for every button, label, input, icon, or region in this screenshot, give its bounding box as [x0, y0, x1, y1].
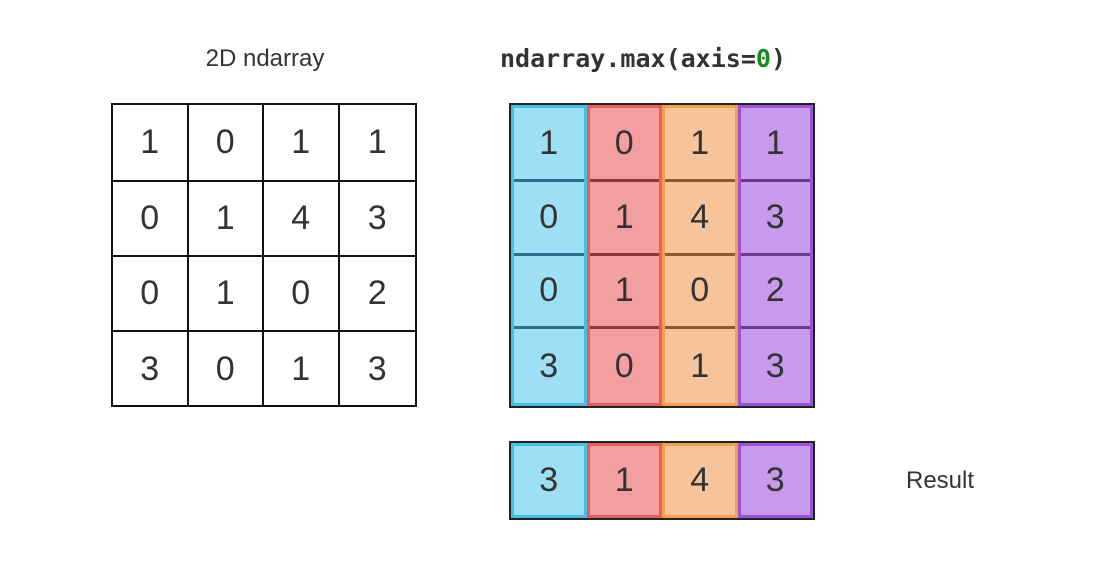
matrix-cell: 3	[113, 332, 189, 407]
result-label: Result	[905, 467, 975, 494]
code-suffix: )	[770, 44, 786, 73]
column-cell: 1	[589, 182, 659, 256]
code-title: ndarray.max(axis=0)	[500, 42, 830, 76]
matrix-cell: 3	[367, 350, 387, 388]
matrix-cell: 1	[188, 182, 264, 257]
column-cell: 1	[740, 108, 810, 182]
code-prefix: ndarray.max(axis=	[500, 44, 756, 73]
column-cell: 1	[514, 108, 584, 182]
matrix-cell: 0	[113, 182, 189, 257]
matrix-cell: 1	[188, 257, 264, 332]
matrix-cell: 1	[264, 332, 340, 407]
column-cell: 3	[539, 346, 559, 385]
code-axis-value: 0	[755, 44, 771, 73]
column-cell: 1	[690, 346, 710, 385]
column-cell: 0	[514, 182, 584, 256]
matrix-cell: 2	[339, 257, 415, 332]
result-cell: 1	[586, 443, 662, 518]
column-cell: 4	[665, 182, 735, 256]
left-title: 2D ndarray	[205, 45, 325, 72]
matrix-cell: 0	[264, 257, 340, 332]
matrix-cell: 3	[339, 182, 415, 257]
matrix-cell: 0	[188, 105, 264, 182]
column-cell: 3	[765, 346, 785, 385]
column-cell: 0	[665, 256, 735, 330]
matrix-cell: 1	[113, 105, 189, 182]
matrix-cell: 4	[264, 182, 340, 257]
matrix-cell: 0	[189, 332, 264, 407]
column-cell: 0	[589, 108, 659, 182]
column-cell: 1	[589, 256, 659, 330]
matrix-cell: 1	[339, 105, 415, 182]
column-cell: 0	[614, 346, 634, 385]
matrix-cell: 1	[264, 105, 340, 182]
result-cell: 4	[662, 443, 738, 518]
column-cell: 0	[514, 256, 584, 330]
matrix-cell: 0	[113, 257, 189, 332]
result-cell: 3	[737, 443, 813, 518]
column-cell: 3	[740, 182, 810, 256]
column-cell: 1	[665, 108, 735, 182]
result-cell: 3	[511, 443, 587, 518]
column-cell: 2	[740, 256, 810, 330]
